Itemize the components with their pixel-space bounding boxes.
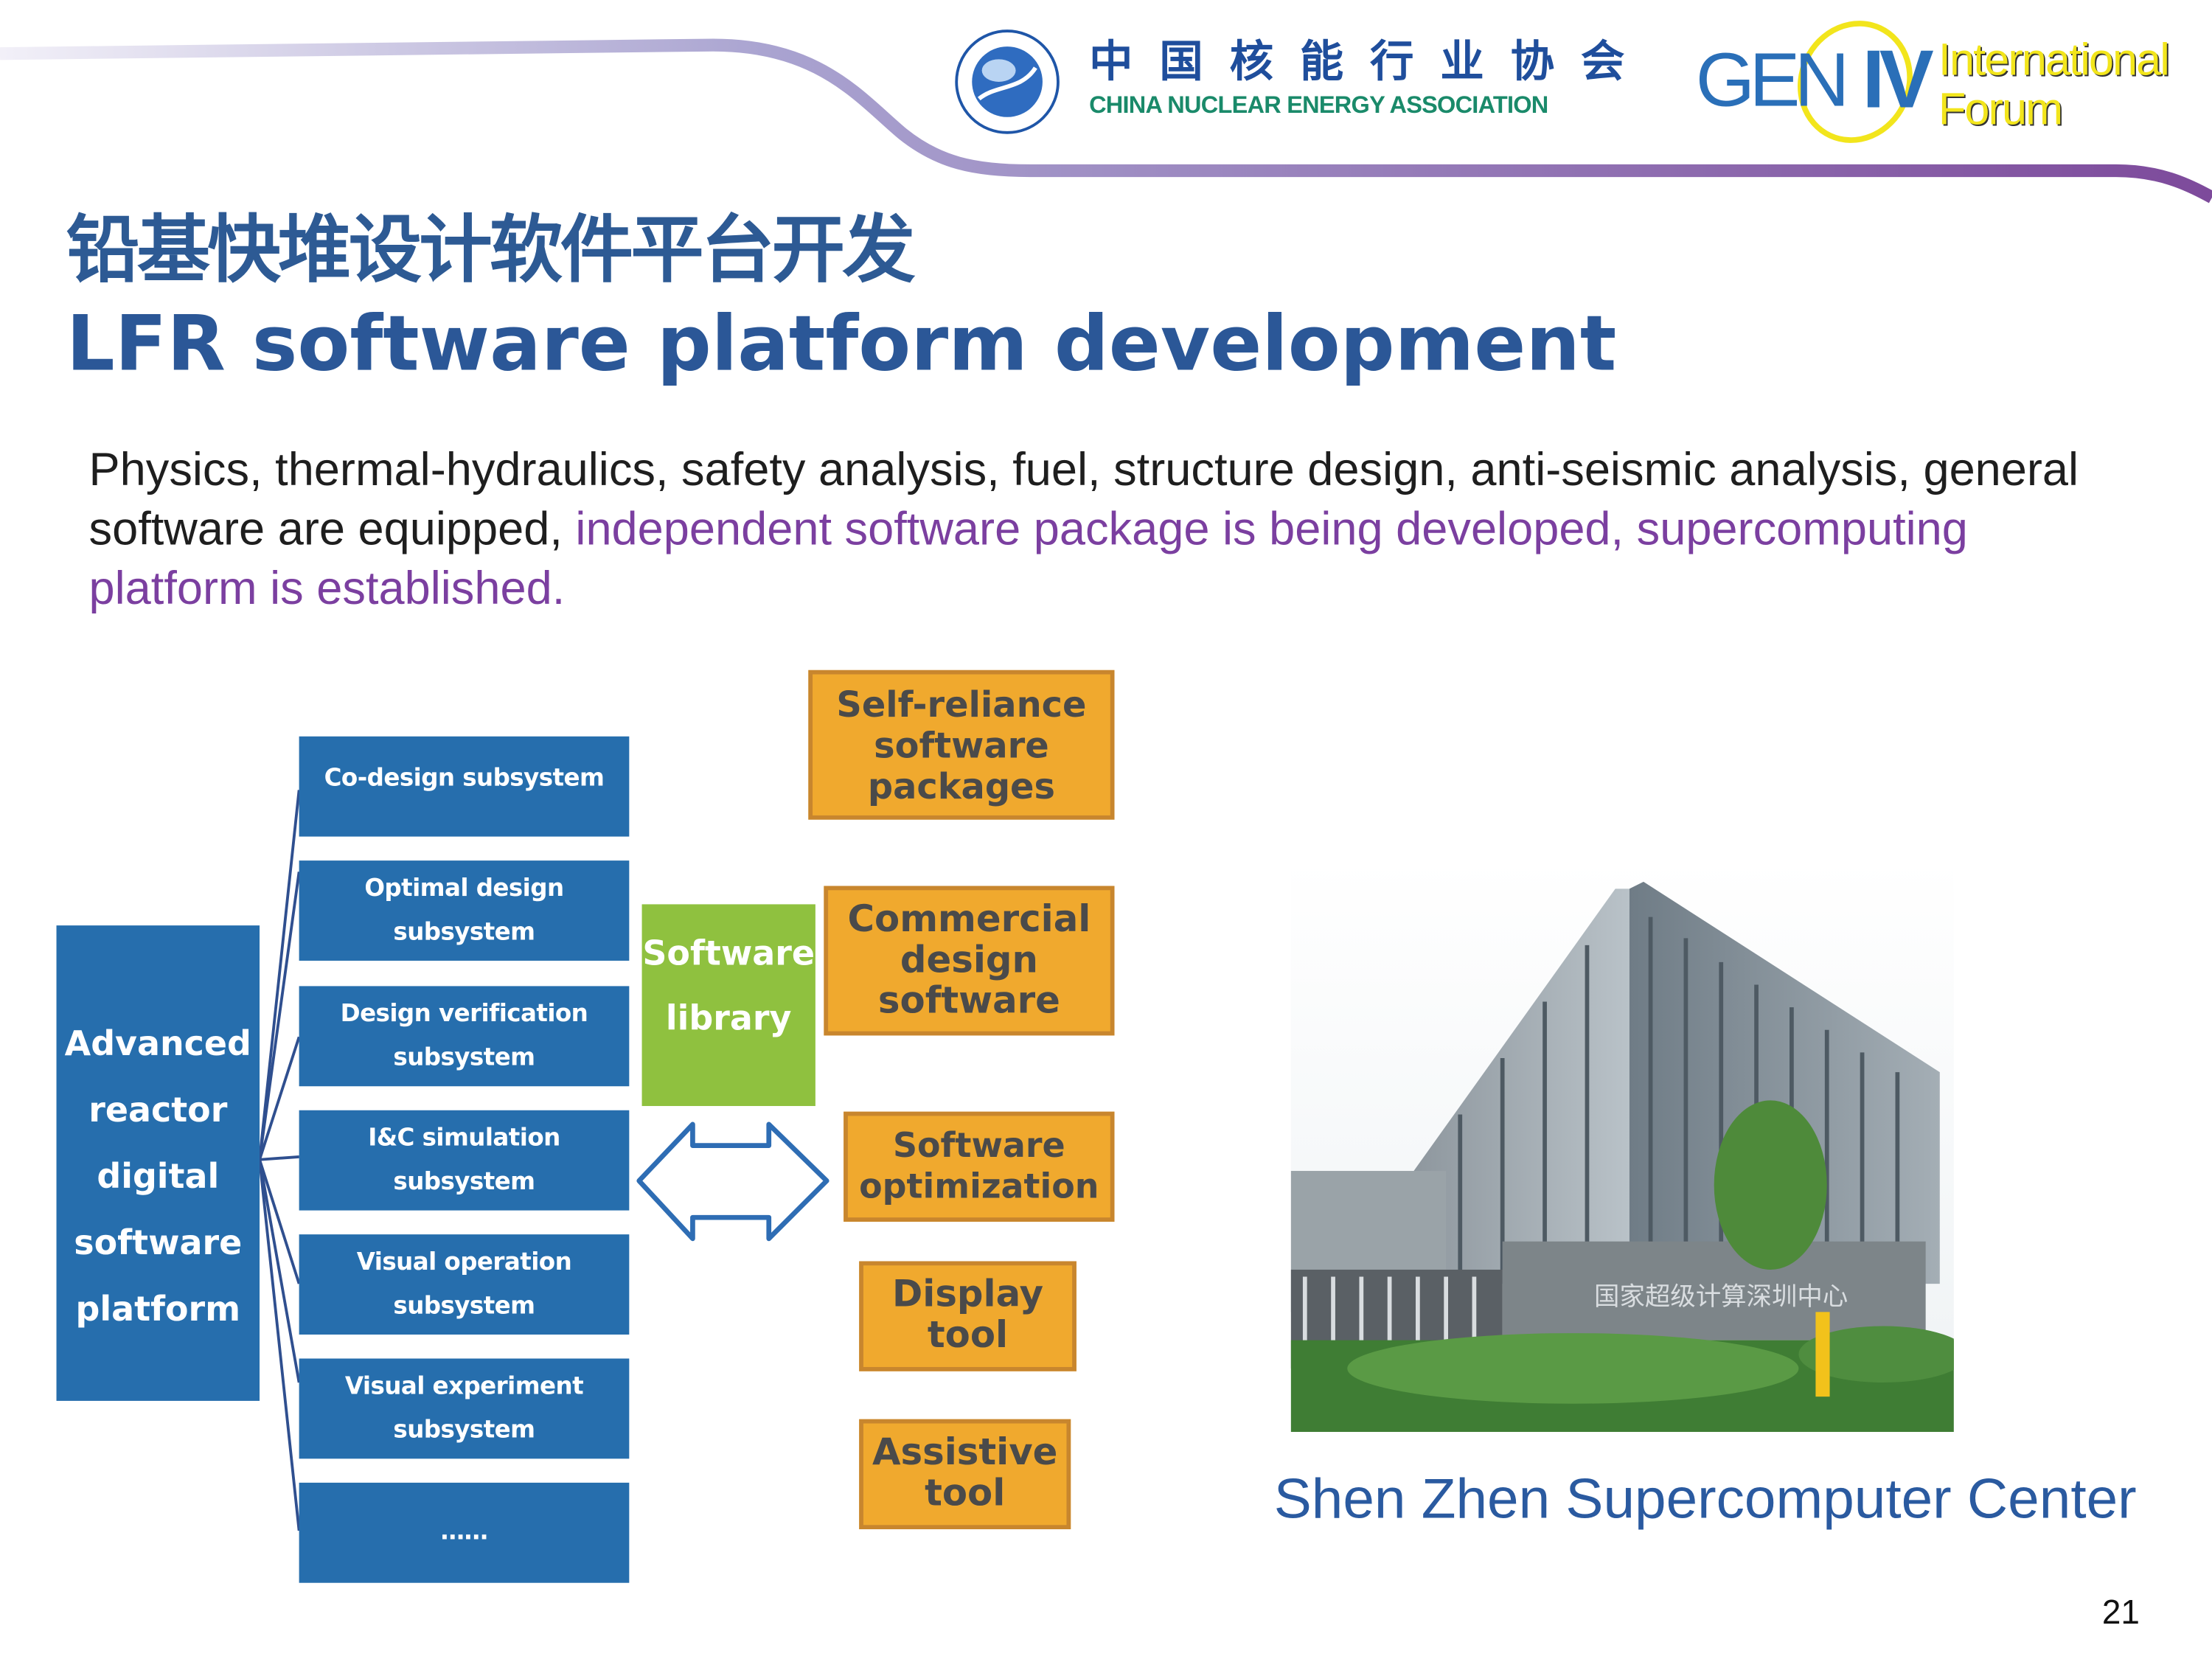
subsystem-box: Visual operation subsystem [299,1234,630,1335]
subsystem-label: Optimal design [364,874,564,902]
root-line: reactor [88,1090,228,1130]
component-label: Commercial [847,897,1091,941]
component-label: software [874,724,1049,765]
subsystem-label: Co-design subsystem [324,765,605,793]
supercomputer-center-photo: 国家超级计算深圳中心 [1290,860,1954,1432]
component-label: packages [867,765,1055,807]
component-label: tool [927,1315,1009,1357]
title-en: LFR software platform development [66,299,1617,389]
photo-caption: Shen Zhen Supercomputer Center [1273,1468,2137,1531]
component-label: design [900,939,1038,981]
subsystem-box: Design verification subsystem [299,986,630,1087]
subsystem-label: …… [440,1517,488,1546]
cnea-name-cn: 中 国 核 能 行 业 协 会 [1089,36,1630,88]
subsystem-box: Co-design subsystem [299,736,630,837]
gen-iv-forum-logo: GEN IV International Forum [1693,20,2187,144]
root-line: software [74,1222,243,1263]
subsystem-label: subsystem [393,1043,535,1072]
diagram-connectors [258,790,830,1531]
subsystem-label: I&C simulation [368,1123,560,1152]
component-label: Self-reliance [836,683,1087,725]
library-label: Software [642,933,815,974]
title-cn: 铅基快堆设计软件平台开发 [66,209,916,293]
subsystem-box: Optimal design subsystem [299,860,630,961]
page-number: 21 [2101,1594,2140,1632]
cnea-logo [953,28,1060,135]
subsystem-box: I&C simulation subsystem [299,1110,630,1211]
component-label: software [877,979,1060,1023]
paragraph-highlight: independent software package is being de… [88,502,1968,614]
root-line: Advanced [64,1024,251,1064]
component-label: optimization [859,1166,1099,1206]
header-swoosh [0,38,2212,204]
cnea-name-en: CHINA NUCLEAR ENERGY ASSOCIATION [1089,91,1548,119]
double-arrow-icon [636,1121,830,1242]
library-label: library [665,998,792,1039]
component-label: Display [891,1273,1044,1317]
paragraph-text: Physics, thermal-hydraulics, safety anal… [88,442,2079,554]
subsystem-label: Design verification [340,999,588,1028]
building-sign-text: 国家超级计算深圳中心 [1594,1282,1848,1312]
root-line: platform [75,1289,241,1329]
root-line: digital [97,1156,220,1197]
component-label: tool [925,1472,1006,1515]
subsystem-label: Visual experiment [344,1371,584,1400]
description-paragraph: Physics, thermal-hydraulics, safety anal… [89,440,2093,618]
subsystem-label: subsystem [393,1415,535,1444]
component-label: Software [892,1125,1065,1166]
subsystem-label: subsystem [393,1167,535,1196]
subsystem-label: subsystem [393,1291,535,1320]
subsystem-box: Visual experiment subsystem [299,1358,630,1459]
root-platform-box: Advanced reactor digital software platfo… [56,925,260,1401]
component-label: Assistive [872,1431,1058,1475]
subsystem-label: Visual operation [356,1248,572,1276]
subsystem-label: subsystem [393,917,535,946]
software-library-box: Software library [641,904,815,1107]
subsystem-box: …… [299,1482,630,1583]
